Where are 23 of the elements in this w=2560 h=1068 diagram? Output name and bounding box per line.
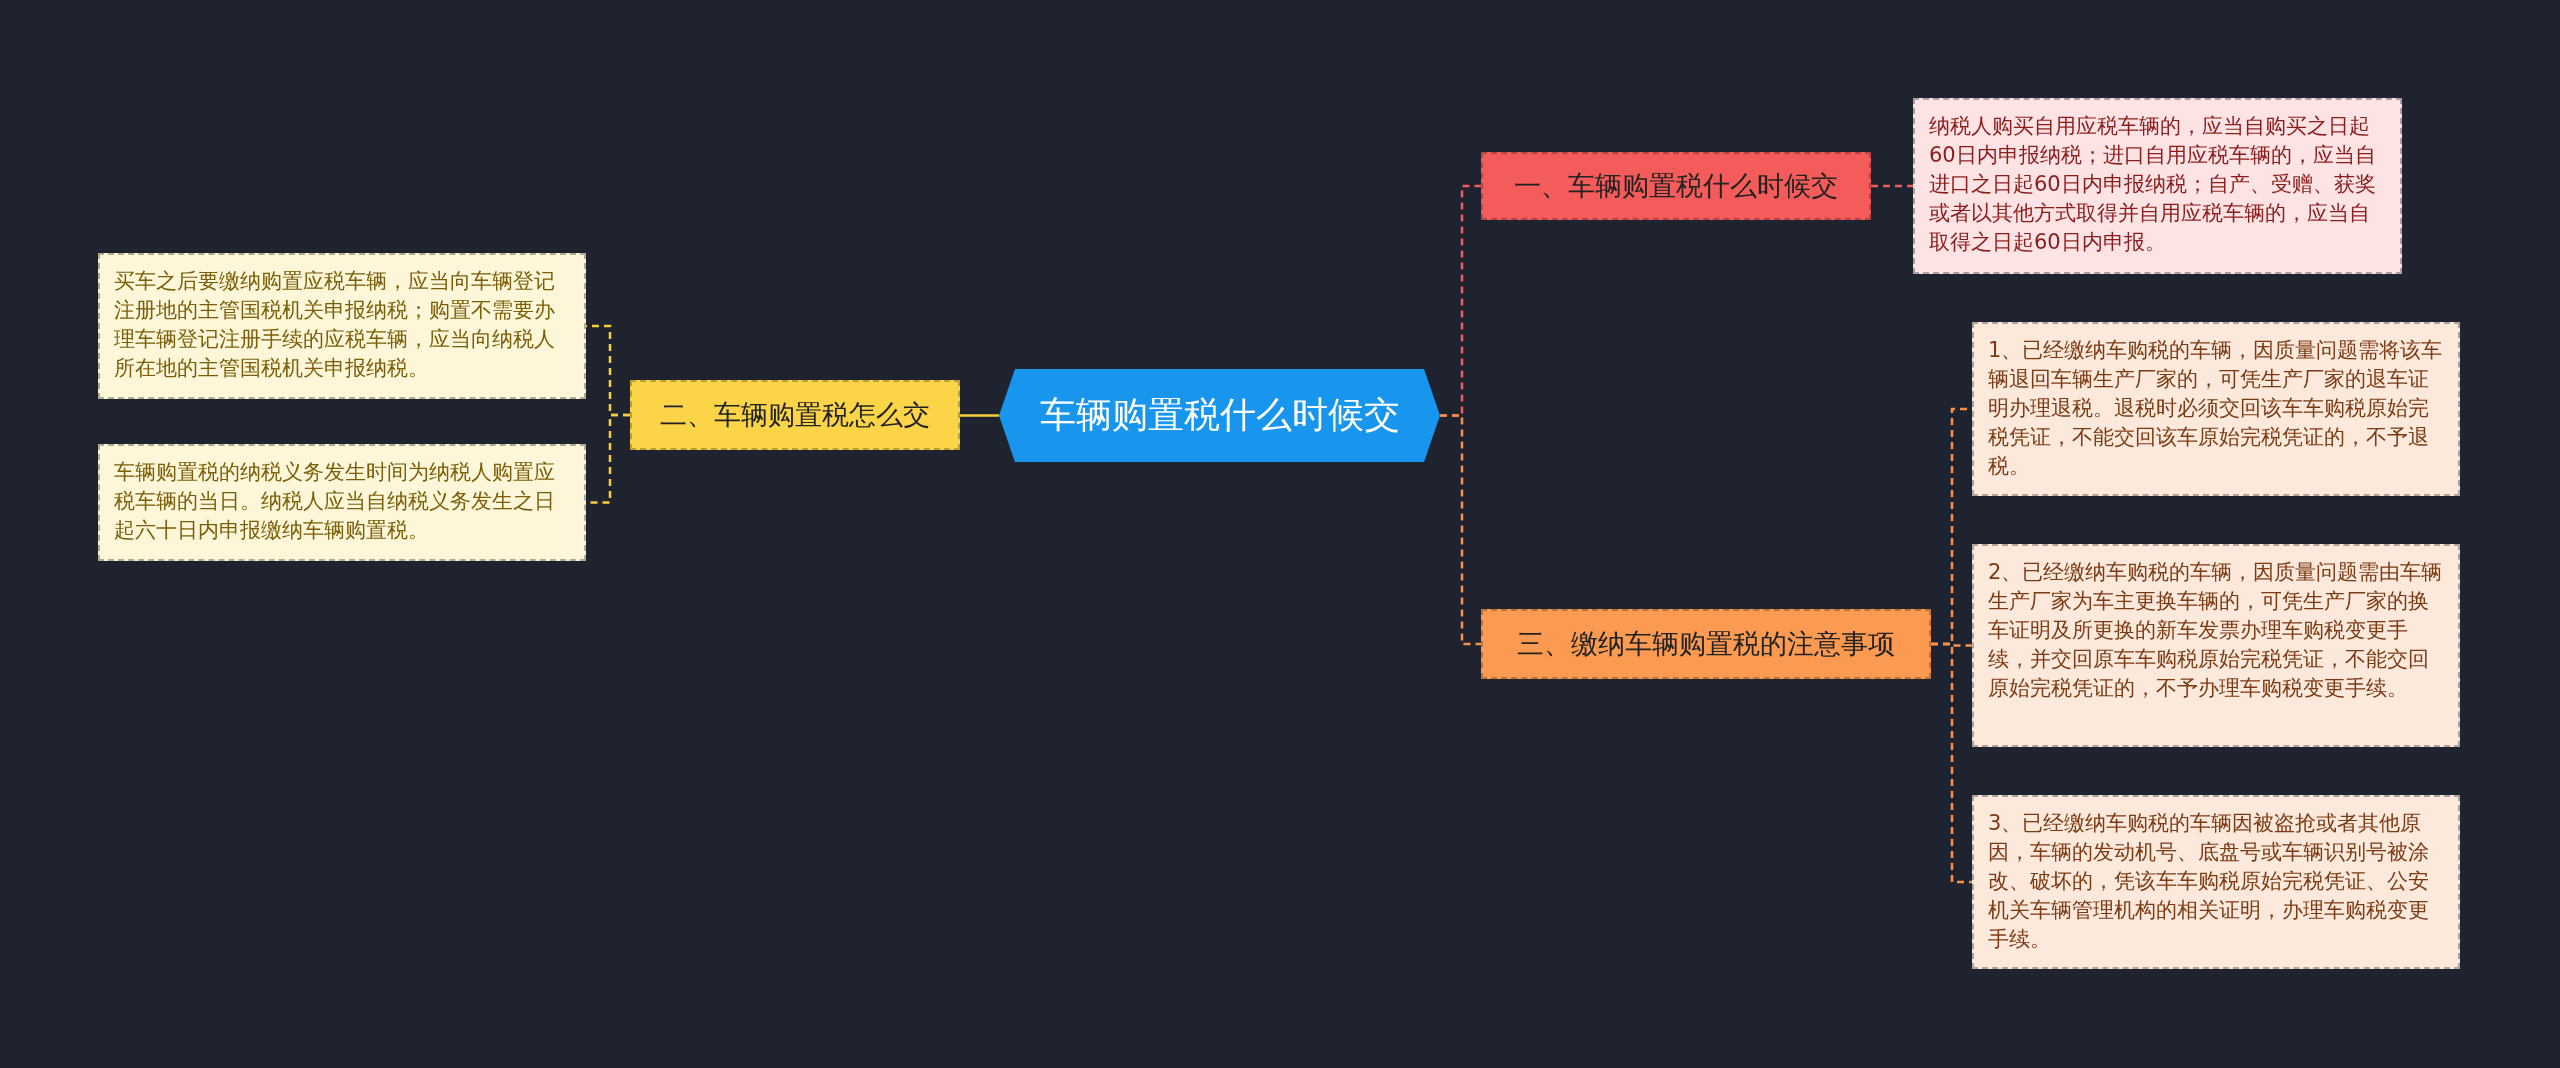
topic-text: 三、缴纳车辆购置税的注意事项 xyxy=(1517,627,1895,661)
note-text: 买车之后要缴纳购置应税车辆，应当向车辆登记注册地的主管国税机关申报纳税；购置不需要办理车辆登记注册手续的应税车辆，应当向纳税人所在地的主管国税机关申报纳税。 xyxy=(114,268,556,382)
topic-box xyxy=(1481,152,1871,220)
topic-box xyxy=(1481,609,1931,679)
note-box xyxy=(1972,322,2460,496)
note-text: 2、已经缴纳车购税的车辆，因质量问题需由车辆生产厂家为车主更换车辆的，可凭生产厂家的换车证明及所更换的新车发票办理车购税变更手续，并交回原车车购税原始完税凭证，不能交回原始完税凭证的，不予办理车购税变更手续。 xyxy=(1988,559,2444,702)
topic-text: 车辆购置税什么时候交 xyxy=(1039,393,1400,437)
note-box xyxy=(1913,98,2402,274)
topic-box xyxy=(630,380,960,450)
note-text: 1、已经缴纳车购税的车辆，因质量问题需将该车辆退回车辆生产厂家的，可凭生产厂家的退车证明办理退税。退税时必须交回该车车购税原始完税凭证，不能交回该车原始完税凭证的，不予退税。 xyxy=(1988,337,2444,480)
note-text: 3、已经缴纳车购税的车辆因被盗抢或者其他原因，车辆的发动机号、底盘号或车辆识别号被涂改、破坏的，凭该车车购税原始完税凭证、公安机关车辆管理机构的相关证明，办理车购税变更手续。 xyxy=(1988,810,2430,953)
topic-text: 一、车辆购置税什么时候交 xyxy=(1514,169,1838,203)
note-text: 纳税人购买自用应税车辆的，应当自购买之日起 60日内申报纳税；进口自用应税车辆的，应当自进口之日起60日内申报纳税；自产、受赠、获奖或者以其他方式取得并自用应税车辆的，应当自取得之日起60日内申报。 xyxy=(1929,113,2377,256)
connector-line xyxy=(1871,184,1913,188)
note-box xyxy=(98,253,586,399)
connector-line xyxy=(1440,414,1481,646)
topic-text: 二、车辆购置税怎么交 xyxy=(660,398,930,432)
note-box xyxy=(98,444,586,561)
connector-line xyxy=(960,414,999,417)
connector-line xyxy=(1931,642,1972,884)
note-box xyxy=(1972,795,2460,969)
note-box xyxy=(1972,544,2460,747)
note-text: 车辆购置税的纳税义务发生时间为纳税人购置应税车辆的当日。纳税人应当自纳税义务发生之日起六十日内申报缴纳车辆购置税。 xyxy=(114,459,556,544)
